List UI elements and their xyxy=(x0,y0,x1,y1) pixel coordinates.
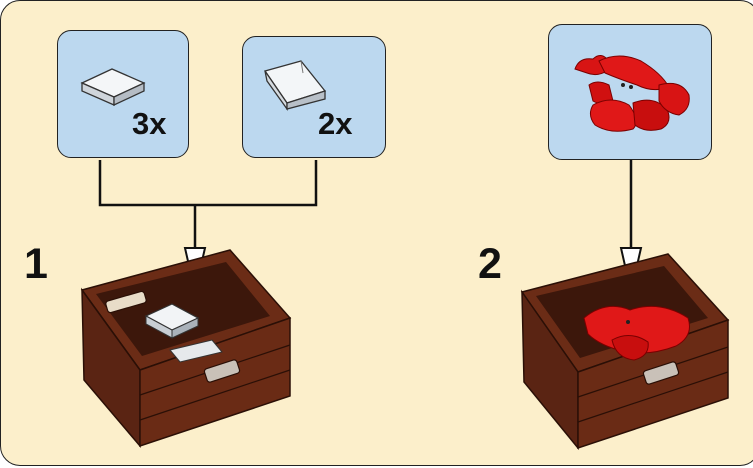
part-callout-slope xyxy=(242,36,386,158)
transparent-slope-icon xyxy=(263,60,327,112)
quantity-tile: 3x xyxy=(132,106,167,141)
red-lobster-icon xyxy=(574,55,690,132)
part-callout-lobster xyxy=(548,24,712,160)
quantity-slope: 2x xyxy=(318,106,353,141)
part-callout-tile xyxy=(57,30,189,158)
transparent-tile-icon xyxy=(80,68,146,107)
step-number-2: 2 xyxy=(478,240,502,288)
step-number-1: 1 xyxy=(24,240,48,288)
